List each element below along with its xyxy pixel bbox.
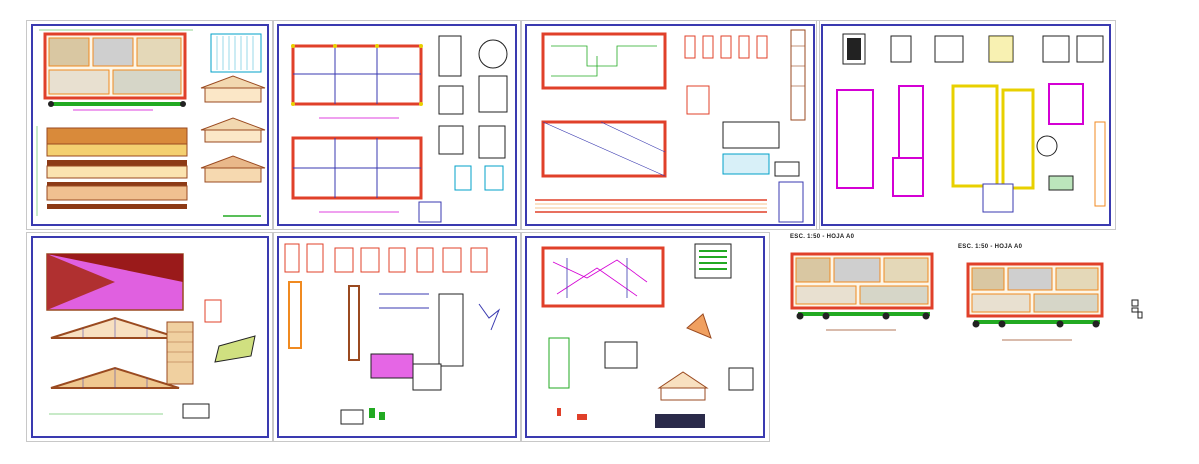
sheet-1-frame (26, 20, 274, 230)
sheet-4-frame (816, 20, 1116, 230)
floor-plan-b[interactable] (962, 254, 1110, 350)
sheet-installations-drawing (541, 243, 754, 428)
floor-plan-a[interactable] (786, 244, 940, 340)
sheet-beams[interactable] (525, 24, 815, 226)
sheet-openings-drawing (284, 243, 501, 425)
sheet-openings[interactable] (277, 236, 517, 438)
floor-plan-b-drawing (966, 262, 1104, 341)
north-symbol-icon (1130, 298, 1144, 320)
sheet-foundations[interactable] (277, 24, 517, 226)
sheet-columns[interactable] (821, 24, 1111, 226)
sheet-beams-drawing (535, 29, 806, 223)
sheet-6-frame (272, 232, 522, 442)
floor-plan-a-drawing (790, 252, 934, 331)
sheet-installations[interactable] (525, 236, 765, 438)
sheet-7-frame (520, 232, 770, 442)
sheet-roof[interactable] (31, 236, 269, 438)
scale-label-plan-a: ESC. 1:50 - HOJA A0 (790, 234, 855, 240)
scale-label-plan-b: ESC. 1:50 - HOJA A0 (958, 244, 1023, 250)
sheet-5-frame (26, 232, 274, 442)
sheet-architecture[interactable] (31, 24, 269, 226)
sheet-foundations-drawing (291, 35, 508, 223)
sheet-3-frame (520, 20, 820, 230)
sheet-architecture-drawing (36, 29, 266, 217)
sheet-roof-drawing (46, 253, 256, 419)
sheet-2-frame (272, 20, 522, 230)
sheet-columns-drawing (836, 33, 1106, 213)
